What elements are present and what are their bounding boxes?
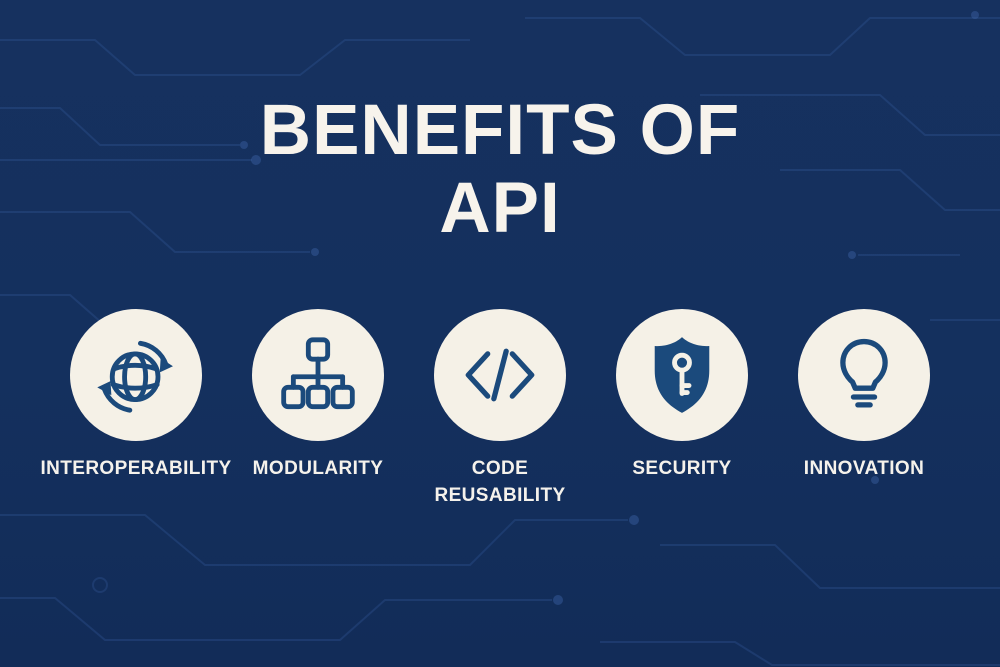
- lightbulb-icon: [840, 338, 888, 408]
- icon-circle: [616, 309, 748, 441]
- icon-circle: [798, 309, 930, 441]
- globe-sync-icon: [97, 340, 173, 413]
- shield-key-icon: [654, 337, 710, 413]
- benefit-security: SECURITY: [616, 309, 748, 510]
- code-brackets-icon: [465, 348, 535, 402]
- page-title-line2: API: [439, 169, 561, 249]
- page-title: BENEFITS OF API: [0, 91, 1000, 249]
- benefit-innovation: INNOVATION: [798, 309, 930, 510]
- icon-circle: [70, 309, 202, 441]
- benefit-label: INTEROPERABILITY: [40, 458, 232, 479]
- page-title-line1: BENEFITS OF: [259, 91, 741, 170]
- benefit-label: MODULARITY: [252, 458, 384, 479]
- icon-circle: [252, 309, 384, 441]
- benefits-row: INTEROPERABILITY MODULARITY: [0, 309, 1000, 510]
- benefit-label: SECURITY: [632, 458, 732, 479]
- benefit-modularity: MODULARITY: [252, 309, 384, 510]
- benefit-label: CODE REUSABILITY: [434, 458, 566, 506]
- icon-circle: [434, 309, 566, 441]
- benefit-code-reusability: CODE REUSABILITY: [434, 309, 566, 510]
- benefit-label: INNOVATION: [803, 458, 925, 479]
- benefit-interoperability: INTEROPERABILITY: [40, 309, 231, 510]
- hierarchy-icon: [281, 337, 355, 410]
